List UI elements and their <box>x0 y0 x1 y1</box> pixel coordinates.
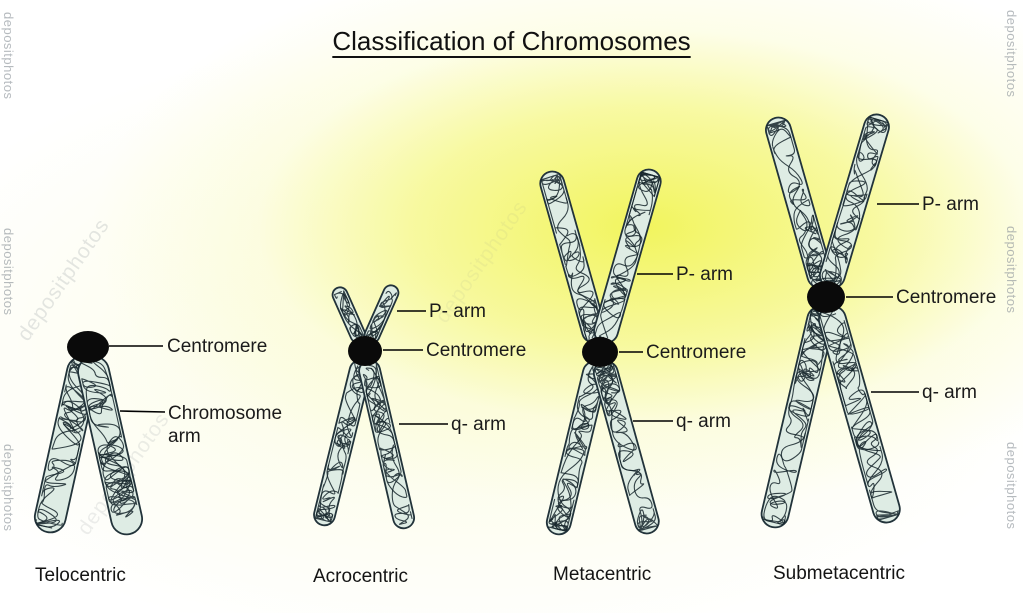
label-p-arm: P- arm <box>429 301 486 322</box>
page-title: Classification of Chromosomes <box>332 26 691 56</box>
chromosome-arm <box>545 360 608 536</box>
centromere-dot <box>807 281 845 313</box>
chromosome-acrocentric <box>313 284 416 530</box>
chromosome-name-metacentric: Metacentric <box>553 564 652 585</box>
chromosome-arm <box>819 113 890 290</box>
label-chromosome-arm: Chromosome arm <box>168 403 283 447</box>
label-centromere: Centromere <box>896 287 997 308</box>
label-connector-line <box>119 410 166 413</box>
label-q-arm: q- arm <box>676 411 731 432</box>
chromosome-arm <box>592 360 660 535</box>
chromosome-arm <box>593 168 662 344</box>
chromosome-name-submetacentric: Submetacentric <box>773 563 906 584</box>
chromosome-arm <box>363 284 400 344</box>
chromosome-arm <box>817 305 901 524</box>
chromosome-arm <box>77 355 144 536</box>
label-centromere: Centromere <box>426 340 527 361</box>
label-q-arm: q- arm <box>922 382 977 403</box>
label-centromere: Centromere <box>167 336 268 357</box>
label-p-arm: P- arm <box>922 194 979 215</box>
chromosome-submetacentric <box>760 113 901 529</box>
chromosome-name-telocentric: Telocentric <box>35 565 126 586</box>
centromere-dot <box>348 336 382 366</box>
label-centromere: Centromere <box>646 342 747 363</box>
chromosome-metacentric <box>539 168 662 536</box>
centromere-dot <box>67 331 109 363</box>
centromere-dot <box>582 337 618 367</box>
label-q-arm: q- arm <box>451 414 506 435</box>
chromosome-telocentric <box>33 331 144 536</box>
chromosome-arm <box>331 286 367 344</box>
label-p-arm: P- arm <box>676 264 733 285</box>
chromosome-name-acrocentric: Acrocentric <box>313 566 409 587</box>
chromosome-arm <box>358 359 416 530</box>
chromosome-arm <box>539 170 607 344</box>
